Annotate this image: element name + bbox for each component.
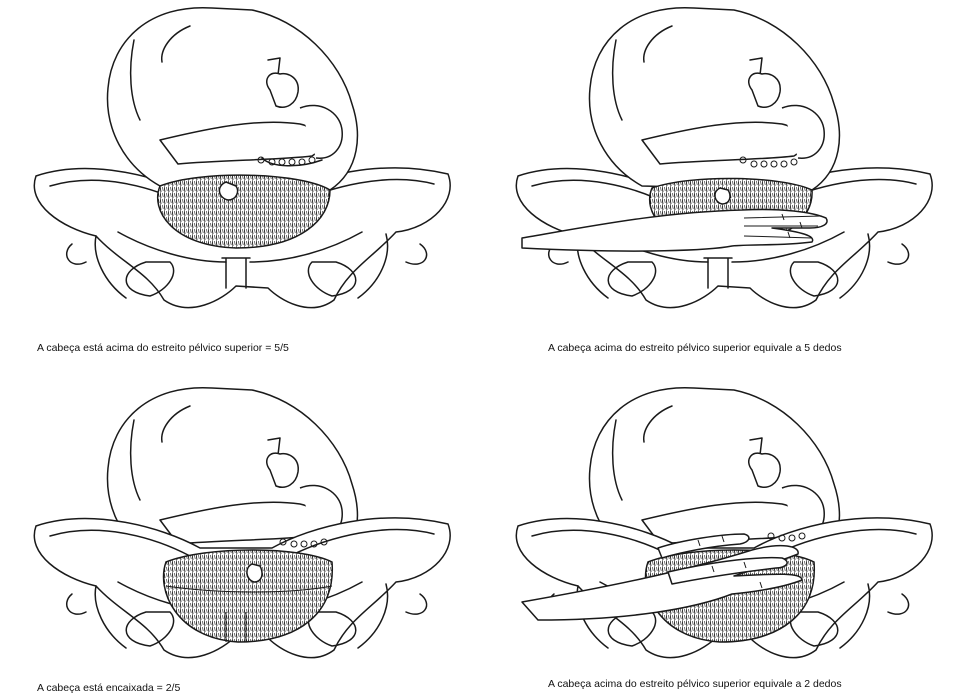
- caption-palpation-2-fingers: A cabeça acima do estreito pélvico super…: [548, 678, 928, 690]
- panel-palpation-2-fingers: A cabeça acima do estreito pélvico super…: [482, 350, 964, 700]
- illustration-palpation-2-fingers: [482, 350, 964, 676]
- illustration-head-engaged: [0, 350, 482, 680]
- panel-palpation-5-fingers: A cabeça acima do estreito pélvico super…: [482, 0, 964, 350]
- illustration-palpation-5-fingers: [482, 0, 964, 340]
- panel-head-engaged-2-5: A cabeça está encaixada = 2/5: [0, 350, 482, 700]
- caption-head-engaged-2-5: A cabeça está encaixada = 2/5: [37, 682, 457, 694]
- illustration-head-above-brim: [0, 0, 482, 340]
- panel-head-above-brim-5-5: A cabeça está acima do estreito pélvico …: [0, 0, 482, 350]
